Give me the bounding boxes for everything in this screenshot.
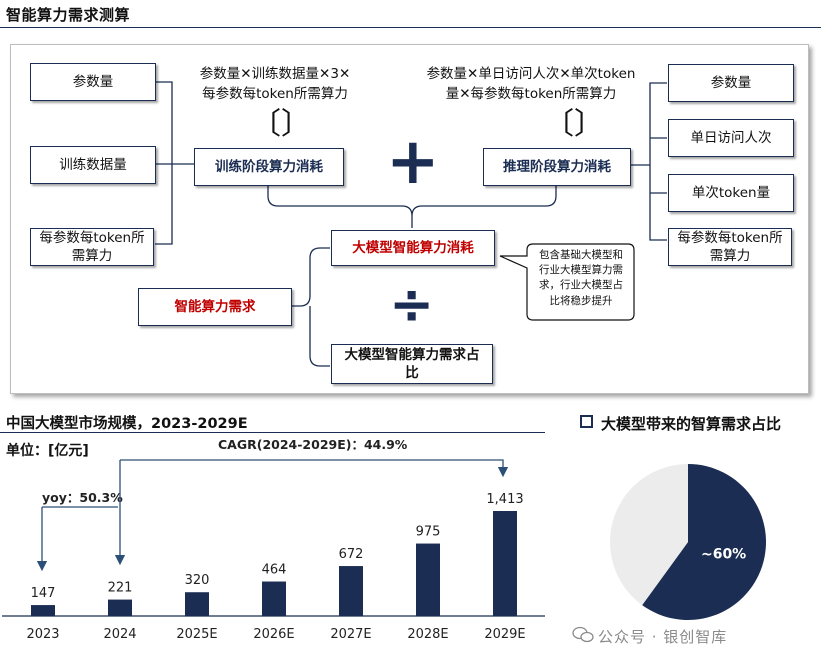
pie-slice-1 <box>610 464 688 606</box>
right-input-daily-visits: 单日访问人次 <box>668 119 794 157</box>
bar-2027E <box>339 566 363 616</box>
pie-chart-title-text: 大模型带来的智算需求占比 <box>601 415 782 433</box>
x-tick-label: 2028E <box>407 627 448 642</box>
bar-2023 <box>31 605 55 616</box>
note-bubble <box>499 243 635 321</box>
big-model-share-box: 大模型智能算力需求占比 <box>331 344 493 384</box>
compute-demand-box: 智能算力需求 <box>138 288 292 326</box>
bar-2029E <box>493 511 517 616</box>
bar-chart-unit: 单位：[亿元] <box>6 443 89 459</box>
infer-formula: 参数量✕单日访问人次✕单次token 量✕每参数每token所需算力 <box>413 64 649 105</box>
yoy-annotation: yoy：50.3% <box>42 490 123 505</box>
left-input-params: 参数量 <box>30 63 156 101</box>
bar-2024 <box>108 599 132 616</box>
bar-2028E <box>416 543 440 616</box>
x-tick-label: 2026E <box>253 627 294 642</box>
bar-value-label: 221 <box>108 581 133 596</box>
train-formula: 参数量✕训练数据量✕3✕ 每参数每token所需算力 <box>180 64 370 105</box>
wechat-icon <box>572 626 594 643</box>
pie-slice-0 <box>642 463 767 621</box>
watermark: 公众号 · 银创智库 <box>598 628 728 646</box>
square-bullet-icon <box>580 415 593 428</box>
page-title: 智能算力需求测算 <box>6 6 131 24</box>
bar-value-label: 464 <box>262 563 287 578</box>
bar-value-label: 320 <box>185 573 210 588</box>
bar-value-label: 672 <box>339 547 364 562</box>
x-tick-label: 2029E <box>484 627 525 642</box>
bar-2025E <box>185 592 209 616</box>
title-divider <box>0 27 821 28</box>
big-model-compute-box: 大模型智能算力消耗 <box>331 230 495 266</box>
x-tick-label: 2025E <box>176 627 217 642</box>
pie-chart-title: 大模型带来的智算需求占比 <box>580 413 781 434</box>
right-input-tokens-per-visit: 单次token量 <box>668 174 794 212</box>
diagram-frame <box>10 44 809 394</box>
divide-icon: ÷ <box>389 273 435 336</box>
infer-formula-line1: 参数量✕单日访问人次✕单次token <box>426 66 636 82</box>
bar-2026E <box>262 581 286 616</box>
right-input-compute-per-token: 每参数每token所需算力 <box>668 228 792 266</box>
train-stage-box: 训练阶段算力消耗 <box>194 148 344 186</box>
infer-equals-brackets: 〔〕 <box>544 107 604 142</box>
left-input-training-data: 训练数据量 <box>30 146 156 184</box>
bar-value-label: 1,413 <box>486 492 523 507</box>
bar-chart-title: 中国大模型市场规模，2023-2029E <box>6 416 248 432</box>
x-tick-label: 2023 <box>26 627 59 642</box>
pie-slice-label: ~60% <box>701 547 746 563</box>
right-input-params: 参数量 <box>668 64 794 102</box>
bar-value-label: 147 <box>31 586 56 601</box>
train-formula-line2: 每参数每token所需算力 <box>202 86 348 103</box>
infer-stage-box: 推理阶段算力消耗 <box>483 148 631 186</box>
note-text: 包含基础大模型和行业大模型算力需求，行业大模型占比将稳步提升 <box>539 249 623 307</box>
bar-title-divider <box>0 432 545 433</box>
infer-formula-line2: 量✕每参数每token所需算力 <box>445 86 617 103</box>
left-input-compute-per-token: 每参数每token所需算力 <box>30 228 154 266</box>
plus-icon: + <box>386 125 440 199</box>
x-tick-label: 2027E <box>330 627 371 642</box>
bar-value-label: 975 <box>416 525 441 540</box>
train-formula-line1: 参数量✕训练数据量✕3✕ <box>199 66 351 82</box>
x-tick-label: 2024 <box>103 627 136 642</box>
cagr-annotation: CAGR(2024-2029E)：44.9% <box>218 437 408 452</box>
train-equals-brackets: 〔〕 <box>251 107 311 142</box>
